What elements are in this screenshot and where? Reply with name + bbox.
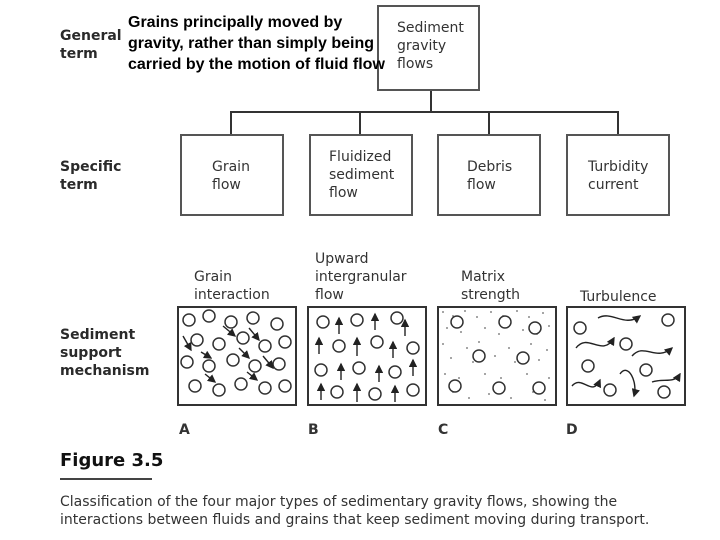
panel-upward-flow (307, 306, 427, 406)
specific-term-box-grain-flow: Grain flow (180, 134, 284, 216)
mechanism-label-upward-flow: Upward intergranular flow (315, 251, 407, 303)
turbulence-illustration (571, 313, 681, 399)
specific-term-label: Turbidity current (588, 159, 649, 193)
row-label-general-term: General term (60, 28, 122, 62)
mechanism-label-matrix-strength: Matrix strength (461, 269, 520, 303)
grain-interaction-illustration (180, 309, 292, 397)
overlay-note: Grains principally moved by gravity, rat… (128, 14, 385, 73)
specific-term-box-debris-flow: Debris flow (437, 134, 541, 216)
row-label-support-mechanism: Sediment support mechanism (60, 327, 150, 379)
panel-letter-a: A (179, 422, 190, 438)
mechanism-label-grain-interaction: Grain interaction (194, 269, 270, 303)
specific-term-box-turbidity-current: Turbidity current (566, 134, 670, 216)
general-term-box: Sediment gravity flows (377, 5, 480, 91)
specific-term-label: Fluidized sediment flow (329, 149, 395, 201)
upward-flow-illustration (314, 311, 420, 402)
matrix-strength-illustration (442, 310, 550, 401)
specific-term-box-fluidized-flow: Fluidized sediment flow (309, 134, 413, 216)
panel-grain-interaction (177, 306, 297, 406)
panel-letter-d: D (566, 422, 578, 438)
panel-letter-c: C (438, 422, 449, 438)
mechanism-label-turbulence: Turbulence (580, 289, 657, 305)
specific-term-label: Grain flow (212, 159, 250, 193)
general-term-label: Sediment gravity flows (397, 20, 464, 72)
figure-caption: Classification of the four major types o… (60, 494, 650, 528)
specific-term-label: Debris flow (467, 159, 513, 193)
figure-title: Figure 3.5 (60, 450, 164, 471)
row-label-specific-term: Specific term (60, 159, 122, 193)
panel-turbulence (566, 306, 686, 406)
panel-letter-b: B (308, 422, 319, 438)
figure-title-rule (60, 478, 152, 480)
panel-matrix-strength (437, 306, 557, 406)
